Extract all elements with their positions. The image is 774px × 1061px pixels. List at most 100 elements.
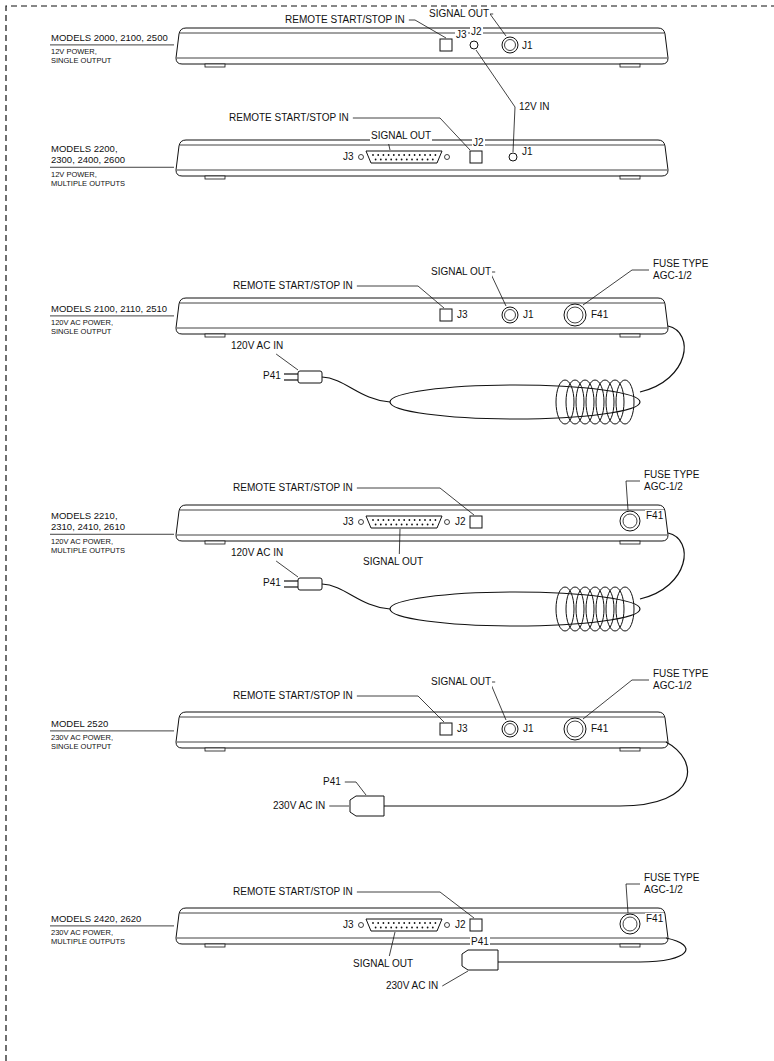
callout-label: P41 [262,370,282,382]
us-plug-body [298,371,322,383]
fuse-holder [564,718,586,740]
callout-label: J2 [454,919,467,931]
cord-lead [640,533,684,599]
device-housing [176,908,668,947]
leader-line [409,20,446,38]
housing-foot [620,64,640,67]
db25-pin [396,159,398,161]
cord-coil [606,587,624,631]
callout-label: F41 [590,723,609,735]
callout-label: SIGNAL OUT [430,266,492,278]
db25-pin [422,927,424,929]
db25-pin [419,519,421,521]
db25-pin [411,159,413,161]
db25-screw [359,520,364,525]
fuse-holder [620,914,640,934]
callout-label: FUSE TYPE AGC-1/2 [652,668,734,692]
callout-label: J2 [454,516,467,528]
db25-pin [416,524,418,526]
model-label: MODELS 2000, 2100, 2500 [50,32,172,43]
db25-pin [427,524,429,526]
callout-label: 120V AC IN [230,340,284,352]
cord-coil [606,380,624,424]
housing-base-line [177,328,667,329]
power-cord [462,938,686,970]
leader-line [490,682,506,720]
leader-line [626,884,640,913]
db25-screw [359,155,364,160]
db25-pin [409,519,411,521]
db25-pin [390,524,392,526]
callout-label: FUSE TYPE AGC-1/2 [643,872,725,896]
leader-line [490,272,506,306]
modular-jack [470,151,482,163]
dc-jack [470,41,478,49]
model-underline [50,534,174,535]
db25-pin [414,922,416,924]
model-label: MODELS 2210, 2310, 2410, 2610 [50,510,172,533]
callout-label: J1 [521,146,534,158]
callout-label: 230V AC IN [272,800,326,812]
euro-plug-body [462,950,498,970]
callout-label: J1 [522,309,535,321]
housing-outline [176,140,668,176]
db25-pin [414,519,416,521]
callout-label: J3 [342,151,355,163]
callout-label: J3 [455,29,468,41]
callout-label: FUSE TYPE AGC-1/2 [643,469,725,493]
model-label: MODELS 2100, 2110, 2510 [50,303,172,314]
power-label: 230V AC POWER, SINGLE OUTPUT [50,733,142,751]
model-label: MODELS 2420, 2620 [50,913,172,924]
callout-label: P41 [322,776,342,788]
modular-jack [440,309,452,321]
power-label: 120V AC POWER, SINGLE OUTPUT [50,318,142,336]
callout-label: REMOTE START/STOP IN [232,482,354,494]
leader-line [276,354,298,370]
db25-pin [372,519,374,521]
db25-pin [401,927,403,929]
callout-label: F41 [645,913,664,925]
housing-base-line [177,742,667,743]
db25-pin [424,519,426,521]
db25-pin [416,159,418,161]
db25-pin [388,922,390,924]
db25-pin [396,927,398,929]
model-label: MODEL 2520 [50,718,172,729]
db25-connector [359,151,450,163]
housing-lid-line [180,510,664,511]
power-label: 12V POWER, SINGLE OUTPUT [50,47,142,65]
leader-line [389,144,390,150]
db25-shell [366,151,442,163]
power-label: 120V AC POWER, MULTIPLE OUTPUTS [50,537,142,555]
device-housing [176,298,668,337]
fuse-holder-inner [623,514,637,528]
cord-coil [596,380,614,424]
cord-coil [576,587,594,631]
housing-outline [176,28,668,64]
device-housing [176,505,668,544]
db25-pin [435,154,437,156]
callout-label: SIGNAL OUT [430,676,492,688]
device-housing [176,712,668,751]
callout-label: SIGNAL OUT [370,130,432,142]
model-underline [50,315,174,316]
db25-screw [445,923,450,928]
callout-label: F41 [645,510,664,522]
db25-pin [435,519,437,521]
plug-prong [284,373,298,374]
db25-pin [422,524,424,526]
bnc-jack-inner [505,40,516,51]
cord-lead [384,742,688,806]
callout-label: REMOTE START/STOP IN [232,280,354,292]
db25-pin [427,927,429,929]
housing-lid-line [180,145,664,146]
bnc-jack-inner [505,724,516,735]
db25-shell [366,919,442,931]
db25-pin [385,524,387,526]
callout-label: J3 [456,723,469,735]
dc-jack [509,153,517,161]
db25-pin [380,927,382,929]
euro-plug-body [350,796,384,816]
housing-base-line [177,938,667,939]
cord-coil [566,380,584,424]
